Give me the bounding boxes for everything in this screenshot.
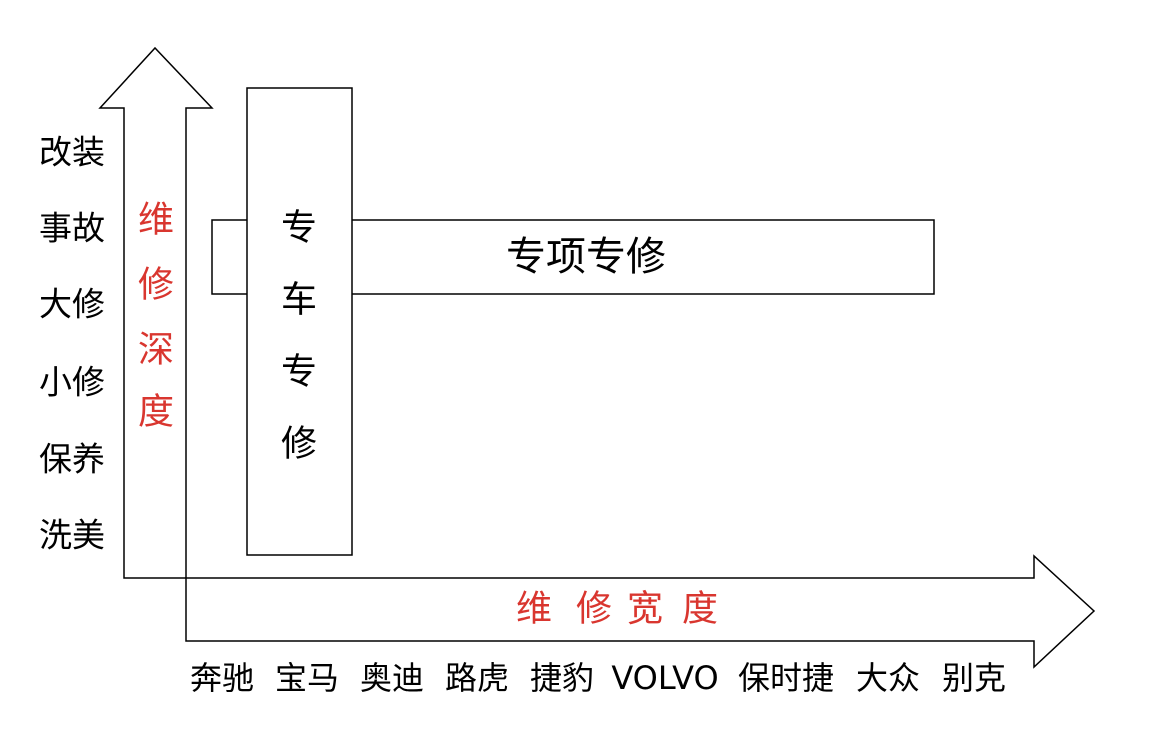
brand-label: 别克	[942, 659, 1006, 697]
depth-level-label: 洗美	[39, 516, 105, 555]
brand-label: 奔驰	[190, 659, 254, 697]
depth-level-label: 改装	[39, 133, 105, 172]
brand-label: 奥迪	[360, 659, 424, 697]
depth-axis-title-char: 维	[138, 200, 174, 241]
depth-level-label: 小修	[39, 363, 105, 402]
specialty-vehicle-char: 修	[281, 424, 317, 465]
brand-label: 保时捷	[738, 659, 834, 697]
brand-label: VOLVO	[611, 659, 718, 697]
depth-level-label: 大修	[39, 285, 105, 324]
breadth-axis-title-char: 维	[516, 589, 552, 630]
breadth-axis-title: 维 修 宽 度	[516, 589, 718, 630]
brand-label: 路虎	[445, 659, 509, 697]
brand-label: 宝马	[275, 659, 339, 697]
depth-axis-title-char: 深	[138, 330, 174, 371]
depth-axis-title: 维 修 深 度	[138, 200, 174, 433]
depth-level-list: 改装 事故 大修 小修 保养 洗美	[39, 133, 105, 555]
specialty-vehicle-char: 专	[281, 208, 317, 249]
breadth-axis-title-char: 修	[576, 589, 612, 630]
specialty-vehicle-char: 车	[281, 280, 317, 321]
specialty-item-label: 专项专修	[506, 234, 666, 280]
depth-axis-title-char: 修	[138, 265, 174, 306]
brand-list: 奔驰 宝马 奥迪 路虎 捷豹 VOLVO 保时捷 大众 别克	[190, 659, 1006, 697]
depth-axis-arrow	[98, 46, 214, 579]
brand-label: 捷豹	[530, 659, 594, 697]
brand-label: 大众	[856, 659, 920, 697]
breadth-axis-title-char: 宽	[627, 589, 663, 630]
specialty-vehicle-column	[246, 87, 353, 556]
specialty-vehicle-label: 专 车 专 修	[281, 208, 317, 465]
breadth-axis-arrow	[185, 554, 1096, 669]
depth-level-label: 保养	[39, 440, 105, 479]
specialty-vehicle-char: 专	[281, 352, 317, 393]
depth-level-label: 事故	[39, 209, 105, 248]
depth-axis-title-char: 度	[138, 392, 174, 433]
breadth-axis-title-char: 度	[682, 589, 718, 630]
